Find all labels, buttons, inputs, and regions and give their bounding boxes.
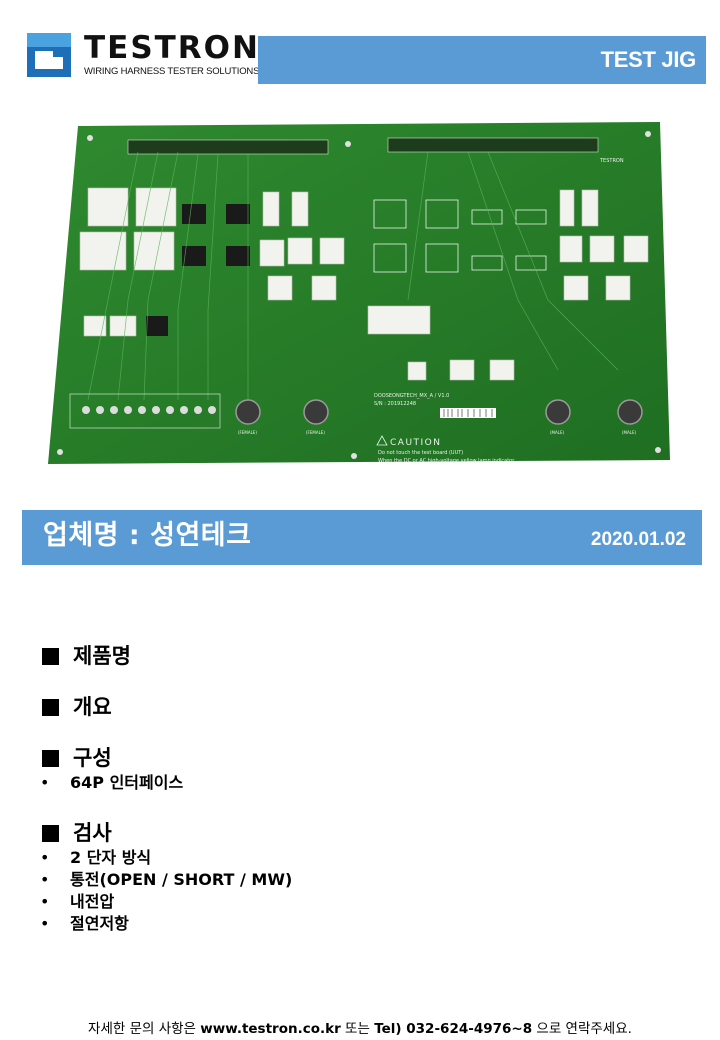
website-link[interactable]: www.testron.co.kr [200,1021,341,1037]
footer-middle: 또는 [340,1021,375,1037]
document-date: 2020.01.02 [590,529,686,550]
brand-name: TESTRON [84,30,260,66]
header-bar: TEST JIG [258,36,706,84]
section-product: 제품명 [40,643,131,669]
list-item: 64P 인터페이스 [40,772,183,794]
square-bullet-icon [42,698,59,716]
page-title: TEST JIG [600,47,697,72]
square-bullet-icon [42,647,59,665]
footer-suffix: 으로 연락주세요. [532,1021,632,1037]
square-bullet-icon [42,749,59,767]
caution-line-1: Do not touch the test board (UUT) [378,450,463,456]
section-composition: 구성 64P 인터페이스 [40,745,183,794]
footer-contact: 자세한 문의 사항은 www.testron.co.kr 또는 Tel) 032… [0,1020,720,1038]
footer-prefix: 자세한 문의 사항은 [88,1021,201,1037]
section-title: 제품명 [73,644,131,668]
list-item: 절연저항 [40,913,292,935]
section-heading: 제품명 [40,643,131,669]
section-overview: 개요 [40,694,112,720]
section-inspection: 검사 2 단자 방식 통전(OPEN / SHORT / MW) 내전압 절연저… [40,820,292,935]
composition-list: 64P 인터페이스 [40,772,183,794]
section-heading: 구성 [40,745,183,771]
company-name: 업체명 : 성연테크 [43,520,252,551]
company-bar: 업체명 : 성연테크 2020.01.02 [22,510,702,565]
brand-tagline: WIRING HARNESS TESTER SOLUTIONS [84,66,260,77]
board-serial: S/N : 201912248 [374,401,416,407]
section-title: 검사 [73,821,112,845]
male-label-left: (MALE) [550,430,565,435]
female-label-right: (FEMALE) [306,430,325,435]
board-brand-mark: TESTRON [599,158,624,164]
test-jig-board-photo: (FEMALE) (FEMALE) (MALE) (MALE) DOOSEONG… [48,122,670,464]
male-label-right: (MALE) [622,430,637,435]
list-item: 통전(OPEN / SHORT / MW) [40,869,292,891]
inspection-list: 2 단자 방식 통전(OPEN / SHORT / MW) 내전압 절연저항 [40,847,292,935]
testron-logo-icon [27,33,71,77]
board-label: DOOSEONGTECH_MX_A / V1.0 [374,393,449,399]
section-title: 개요 [73,695,112,719]
caution-line-2: When the DC or AC high-voltage yellow la… [378,458,516,464]
square-bullet-icon [42,824,59,842]
section-title: 구성 [73,746,112,770]
list-item: 내전압 [40,891,292,913]
female-label-left: (FEMALE) [238,430,257,435]
caution-title: CAUTION [390,438,442,448]
section-heading: 검사 [40,820,292,846]
phone-number: Tel) 032-624-4976~8 [374,1021,533,1037]
section-heading: 개요 [40,694,112,720]
list-item: 2 단자 방식 [40,847,292,869]
